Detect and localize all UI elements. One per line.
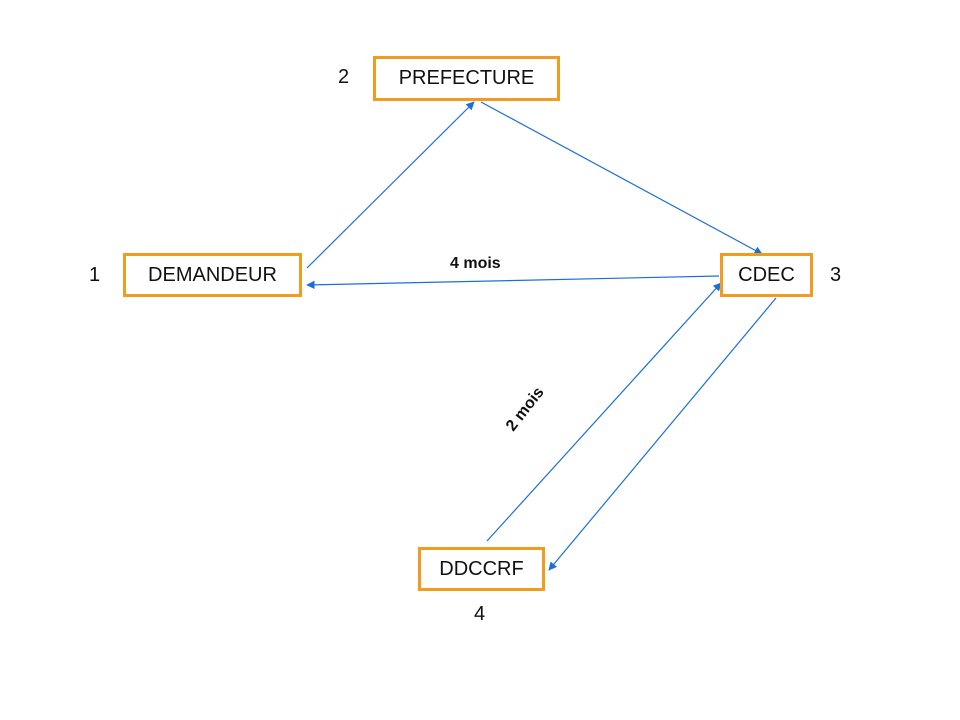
node-ddccrf[interactable]: DDCCRF bbox=[418, 547, 545, 591]
arrow-cdec-to-ddccrf bbox=[548, 297, 777, 571]
node-demandeur-label: DEMANDEUR bbox=[148, 263, 277, 286]
node-demandeur[interactable]: DEMANDEUR bbox=[123, 253, 302, 297]
node-cdec-label: CDEC bbox=[738, 263, 795, 286]
node-cdec[interactable]: CDEC bbox=[720, 253, 813, 297]
arrow-ddccrf-to-cdec bbox=[486, 282, 722, 542]
arrow-demandeur-to-prefecture bbox=[306, 101, 475, 269]
node-demandeur-number: 1 bbox=[89, 264, 101, 286]
edge-label-cdec-demandeur: 4 mois bbox=[450, 255, 501, 272]
node-ddccrf-number: 4 bbox=[474, 603, 486, 625]
node-cdec-number: 3 bbox=[830, 264, 842, 286]
node-prefecture-number: 2 bbox=[338, 66, 350, 88]
node-prefecture-label: PREFECTURE bbox=[398, 67, 535, 89]
node-ddccrf-label: DDCCRF bbox=[439, 557, 524, 580]
arrow-prefecture-to-cdec bbox=[480, 101, 763, 255]
node-prefecture[interactable]: PREFECTURE bbox=[373, 56, 560, 101]
arrow-cdec-to-demandeur bbox=[306, 275, 720, 290]
